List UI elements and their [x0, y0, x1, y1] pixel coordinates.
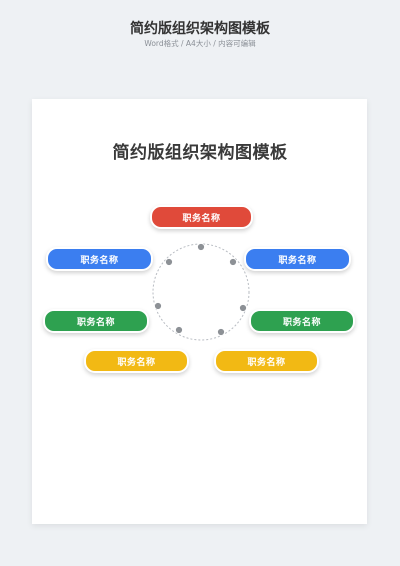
banner-title: 简约版组织架构图模板: [130, 21, 270, 37]
sheet-title: 简约版组织架构图模板: [112, 143, 288, 163]
node-left-upper[interactable]: 职务名称: [46, 247, 153, 271]
node-right-upper[interactable]: 职务名称: [244, 247, 351, 271]
node-left-lower[interactable]: 职务名称: [84, 349, 189, 373]
node-right-middle[interactable]: 职务名称: [249, 309, 355, 333]
node-top[interactable]: 职务名称: [150, 205, 253, 229]
node-left-middle[interactable]: 职务名称: [43, 309, 149, 333]
banner-subtitle: Word格式 / A4大小 / 内容可编辑: [144, 39, 256, 48]
node-right-lower[interactable]: 职务名称: [214, 349, 319, 373]
